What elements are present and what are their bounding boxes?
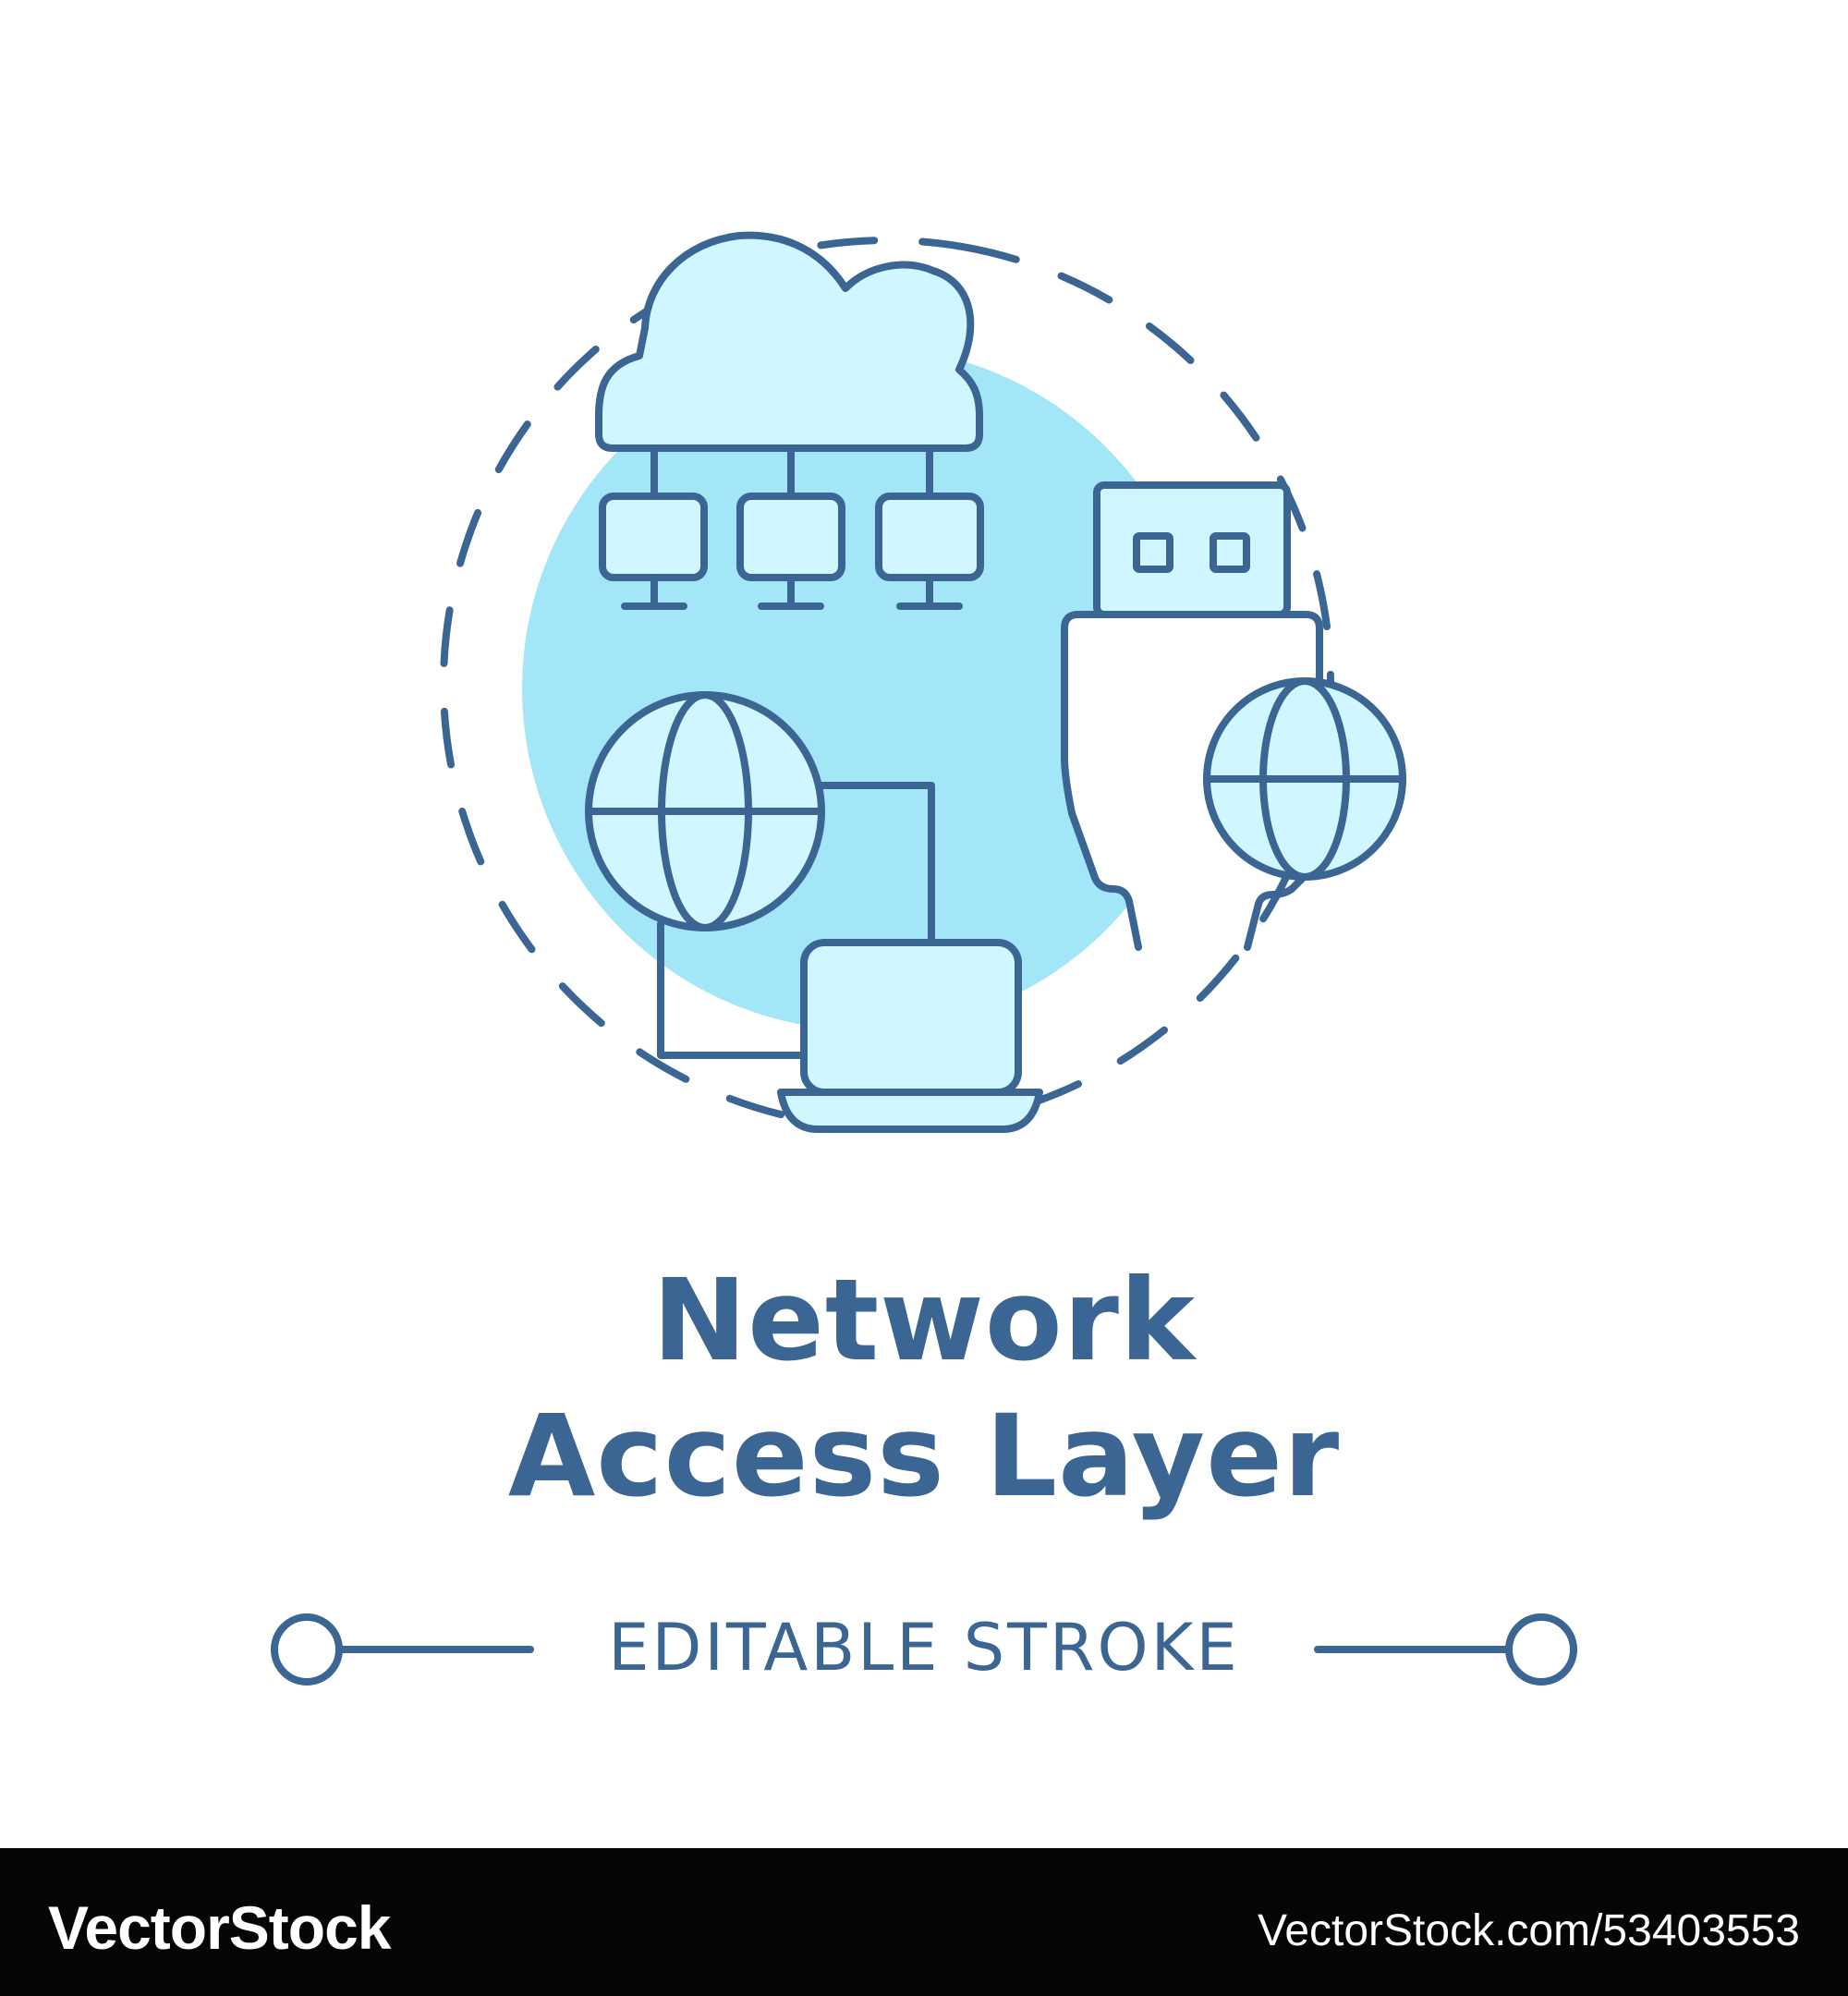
editable-stroke-caption: EDITABLE STROKE (608, 1610, 1240, 1686)
title-line-1: Network (652, 1255, 1196, 1386)
usb-icon (1061, 481, 1323, 951)
globe-icon (1203, 677, 1406, 881)
title-line-2: Access Layer (507, 1391, 1341, 1522)
editable-stroke-right-handle (1314, 1613, 1577, 1686)
footer-image-id: VectorStock.com/53403553 (1257, 1906, 1800, 1955)
network-branch-lines (650, 444, 933, 500)
footer-bar: VectorStock VectorStock.com/53403553 (0, 1848, 1848, 1996)
globe-icon (585, 691, 825, 931)
cloud-icon (595, 231, 983, 452)
laptop-icon (777, 939, 1043, 1133)
computer-icon (599, 493, 708, 610)
computer-icon (736, 493, 845, 610)
dashed-orbit-ring (440, 237, 1334, 1131)
illustration (271, 231, 1577, 1686)
editable-stroke-left-handle (271, 1613, 534, 1686)
computer-icon (875, 493, 984, 610)
connector-bracket (657, 782, 935, 1059)
footer-brand-logo: VectorStock (48, 1893, 391, 1962)
